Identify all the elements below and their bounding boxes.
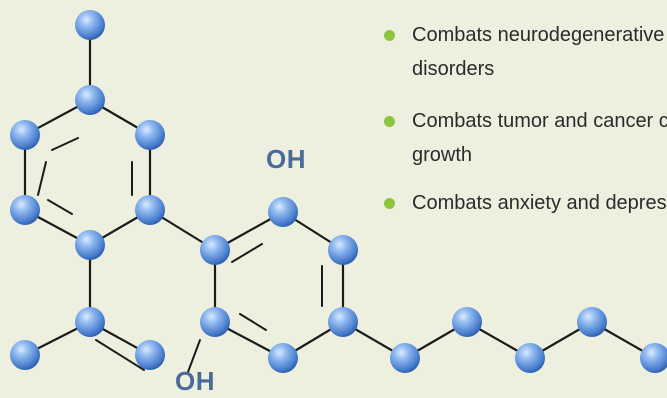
benefit-list: Combats neurodegenerative disorders Comb…	[382, 18, 667, 220]
atom-ball	[452, 307, 482, 337]
atom-ball	[268, 197, 298, 227]
atom-ball	[75, 85, 105, 115]
benefit-text-continued: growth	[412, 144, 473, 166]
atom-ball	[390, 343, 420, 373]
hydroxyl-label-bottom: OH	[175, 366, 215, 396]
benefit-text-continued: disorders	[412, 58, 495, 80]
atom-ball	[640, 343, 667, 373]
benefit-text: Combats neurodegenerative	[412, 24, 665, 46]
benefit-text: Combats tumor and cancer cell	[412, 110, 667, 132]
double-bond-line	[95, 339, 145, 371]
atom-ball	[200, 307, 230, 337]
atom-ball	[135, 340, 165, 370]
atom-ball	[135, 195, 165, 225]
double-bond-line	[37, 161, 47, 196]
double-bond-line	[47, 199, 73, 215]
atom-ball	[268, 343, 298, 373]
atom-ball	[75, 10, 105, 40]
atom-ball	[200, 235, 230, 265]
atom-ball	[328, 235, 358, 265]
atom-ball	[135, 120, 165, 150]
benefit-text: Combats anxiety and depression	[412, 192, 667, 214]
benefit-item: Combats tumor and cancer cell growth	[382, 104, 667, 172]
double-bond-line	[187, 339, 201, 373]
atom-ball	[10, 195, 40, 225]
benefit-item: Combats anxiety and depression	[382, 186, 667, 220]
benefit-item: Combats neurodegenerative disorders	[382, 18, 667, 86]
double-bond-line	[231, 243, 263, 263]
atom-ball	[577, 307, 607, 337]
atom-ball	[328, 307, 358, 337]
atom-ball	[75, 307, 105, 337]
atom-ball	[10, 340, 40, 370]
atom-ball	[515, 343, 545, 373]
atom-ball	[75, 230, 105, 260]
bullet-dot-icon	[384, 116, 395, 127]
bullet-dot-icon	[384, 198, 395, 209]
double-bond-line	[239, 313, 267, 331]
double-bond-line	[51, 137, 79, 151]
atom-ball	[10, 120, 40, 150]
hydroxyl-label-top: OH	[266, 144, 306, 174]
bullet-dot-icon	[384, 30, 395, 41]
